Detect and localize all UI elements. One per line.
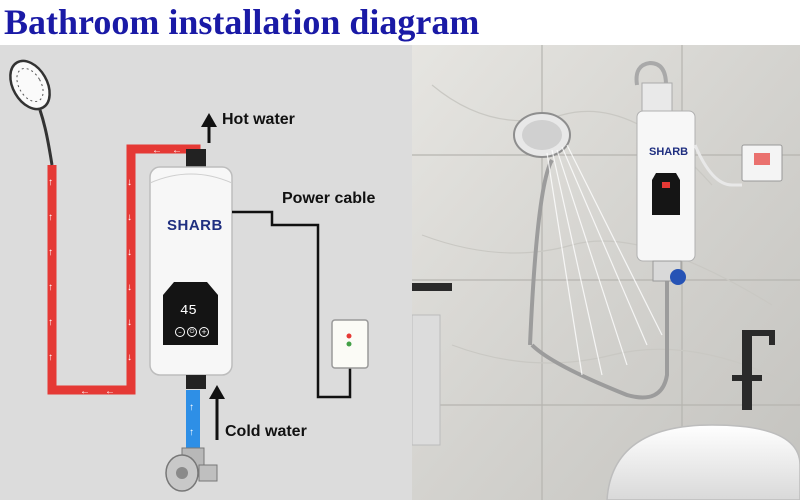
svg-text:←: ← (152, 145, 162, 156)
minus-icon[interactable]: – (175, 327, 185, 337)
svg-text:↑: ↑ (48, 247, 53, 258)
bathtub-photo (606, 424, 800, 500)
heater-controls: – ⏻ + (175, 327, 209, 339)
svg-text:↓: ↓ (127, 282, 132, 293)
marble-wall (412, 45, 800, 500)
svg-text:↓: ↓ (127, 212, 132, 223)
installation-diagram: ↑↑↑ ↑↑↑ ↓↓↓ ↓↓↓ ←← ←← (9, 59, 369, 492)
power-cable (232, 210, 352, 399)
shower-head-icon (9, 59, 54, 166)
switch-box (741, 144, 783, 182)
svg-text:↑: ↑ (48, 352, 53, 363)
water-heater (149, 149, 233, 389)
cold-water-arrow (209, 385, 225, 440)
cold-water-label: Cold water (225, 423, 307, 440)
hot-water-label: Hot water (222, 111, 295, 128)
towel-rack (412, 283, 452, 446)
angle-valve-icon (165, 447, 218, 492)
svg-text:↑: ↑ (189, 402, 194, 413)
faucet-photo (732, 330, 775, 410)
svg-text:↓: ↓ (127, 177, 132, 188)
plus-icon[interactable]: + (199, 327, 209, 337)
power-icon[interactable]: ⏻ (187, 327, 197, 337)
power-socket-icon (331, 319, 369, 369)
svg-text:↑: ↑ (48, 212, 53, 223)
svg-text:↑: ↑ (48, 317, 53, 328)
shower-hose (530, 275, 669, 400)
svg-text:↑: ↑ (48, 177, 53, 188)
page-title: Bathroom installation diagram (4, 2, 480, 42)
svg-text:↑: ↑ (189, 427, 194, 438)
svg-text:↓: ↓ (127, 317, 132, 328)
water-spray (546, 144, 663, 376)
photo-power-cable (693, 144, 742, 187)
heater-temperature-display: 45 (180, 303, 197, 319)
photo-heater-brand-label: SHARB (649, 146, 688, 158)
power-cable-label: Power cable (282, 190, 376, 207)
cold-water-pipe: ↑↑ (186, 390, 200, 448)
svg-text:←: ← (80, 386, 90, 397)
shower-head-photo (513, 112, 571, 158)
heater-photo (636, 82, 696, 285)
heater-brand-label: SHARB (167, 217, 223, 234)
installation-diagram-panel: ↑↑↑ ↑↑↑ ↓↓↓ ↓↓↓ ←← ←← (0, 45, 412, 500)
wall-tile-lines (412, 45, 800, 500)
svg-text:←: ← (172, 145, 182, 156)
installation-photo: SHARB (412, 45, 800, 500)
svg-text:↓: ↓ (127, 247, 132, 258)
installation-photo-panel: SHARB (412, 45, 800, 500)
svg-text:↓: ↓ (127, 352, 132, 363)
svg-text:←: ← (105, 386, 115, 397)
svg-text:↑: ↑ (48, 282, 53, 293)
hot-water-arrow (201, 113, 217, 143)
